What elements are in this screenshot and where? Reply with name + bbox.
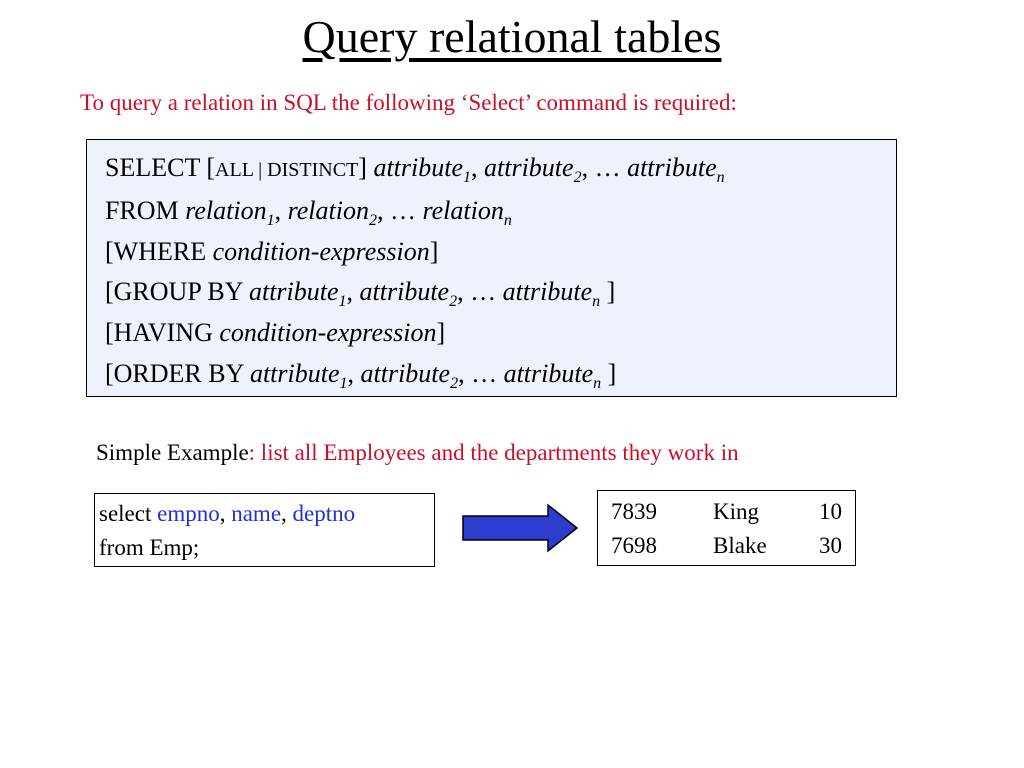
subscript: n xyxy=(716,169,725,187)
separator: , xyxy=(274,195,288,225)
attribute-term: attribute xyxy=(502,277,593,307)
query-select-line: select empno, name, deptno xyxy=(99,497,434,531)
bracket-close: ] xyxy=(601,358,617,388)
bracket-close: ] xyxy=(358,153,367,182)
table-row: 7698 Blake 30 xyxy=(598,529,855,563)
separator: , xyxy=(219,501,232,526)
relation-term: relation xyxy=(185,195,267,225)
syntax-where-line: [WHERE condition-expression] xyxy=(105,232,896,273)
result-empno: 7698 xyxy=(611,533,657,558)
subscript: n xyxy=(593,375,602,393)
sql-query-box: select empno, name, deptno from Emp; xyxy=(94,493,435,567)
separator: , … xyxy=(457,277,503,307)
attribute-term: attribute xyxy=(248,277,339,307)
table-row: 7839 King 10 xyxy=(598,495,855,529)
query-result-box: 7839 King 10 7698 Blake 30 xyxy=(597,490,856,566)
subscript: 1 xyxy=(266,211,275,229)
relation-term: relation xyxy=(287,195,369,225)
subscript: n xyxy=(592,293,601,311)
query-from-line: from Emp; xyxy=(99,535,200,560)
separator: , … xyxy=(376,195,423,225)
syntax-group-by-line: [GROUP BY attribute1, attribute2, … attr… xyxy=(105,272,896,313)
result-name: Blake xyxy=(713,533,767,558)
subscript: 1 xyxy=(338,293,347,311)
page-title: Query relational tables xyxy=(302,11,722,62)
attribute-term: attribute xyxy=(503,358,594,388)
result-empno: 7839 xyxy=(611,499,657,524)
subscript: 2 xyxy=(449,293,458,311)
column-deptno: deptno xyxy=(292,501,356,526)
subscript: 2 xyxy=(573,169,582,187)
separator: , xyxy=(347,358,361,388)
bracket-close: ] xyxy=(429,236,439,266)
subscript: 2 xyxy=(450,375,459,393)
subscript: 2 xyxy=(368,211,377,229)
syntax-from-line: FROM relation1, relation2, … relationn xyxy=(105,191,896,232)
having-keyword: [HAVING xyxy=(105,318,220,348)
column-empno: empno xyxy=(157,501,220,526)
from-keyword: FROM xyxy=(105,195,186,225)
example-description: : list all Employees and the departments… xyxy=(248,440,739,465)
right-arrow-icon xyxy=(462,503,579,553)
attribute-term: attribute xyxy=(359,277,450,307)
group-by-keyword: [GROUP BY xyxy=(105,277,249,307)
example-caption: Simple Example: list all Employees and t… xyxy=(96,440,739,466)
attribute-term: attribute xyxy=(484,153,574,182)
separator: , xyxy=(471,153,485,182)
syntax-having-line: [HAVING condition-expression] xyxy=(105,313,896,354)
result-name: King xyxy=(713,499,759,524)
separator: , … xyxy=(581,153,628,182)
subscript: 1 xyxy=(339,375,348,393)
attribute-term: attribute xyxy=(360,358,451,388)
attribute-term: attribute xyxy=(249,358,340,388)
where-keyword: [WHERE xyxy=(105,236,213,266)
all-distinct-option: ALL | DISTINCT xyxy=(215,159,359,181)
subscript: 1 xyxy=(463,169,472,187)
condition-term: condition-expression xyxy=(212,236,430,266)
select-keyword: SELECT [ xyxy=(105,153,216,182)
select-keyword: select xyxy=(99,501,158,526)
relation-term: relation xyxy=(422,195,504,225)
result-table: 7839 King 10 7698 Blake 30 xyxy=(598,495,855,563)
syntax-select-line: SELECT [ALL | DISTINCT] attribute1, attr… xyxy=(105,148,896,191)
separator: , xyxy=(281,501,293,526)
separator: , xyxy=(346,277,360,307)
intro-text: To query a relation in SQL the following… xyxy=(80,90,737,115)
bracket-close: ] xyxy=(436,318,446,348)
column-name: name xyxy=(231,501,282,526)
order-by-keyword: [ORDER BY xyxy=(105,358,250,388)
example-label: Simple Example xyxy=(96,440,249,465)
attribute-term: attribute xyxy=(373,153,464,182)
result-deptno: 10 xyxy=(819,499,842,524)
select-syntax-box: SELECT [ALL | DISTINCT] attribute1, attr… xyxy=(86,139,897,397)
subscript: n xyxy=(503,211,512,229)
bracket-close: ] xyxy=(600,277,616,307)
result-deptno: 30 xyxy=(819,533,842,558)
condition-term: condition-expression xyxy=(219,318,437,348)
syntax-order-by-line: [ORDER BY attribute1, attribute2, … attr… xyxy=(105,354,896,395)
attribute-term: attribute xyxy=(627,153,717,182)
separator: , … xyxy=(458,358,504,388)
